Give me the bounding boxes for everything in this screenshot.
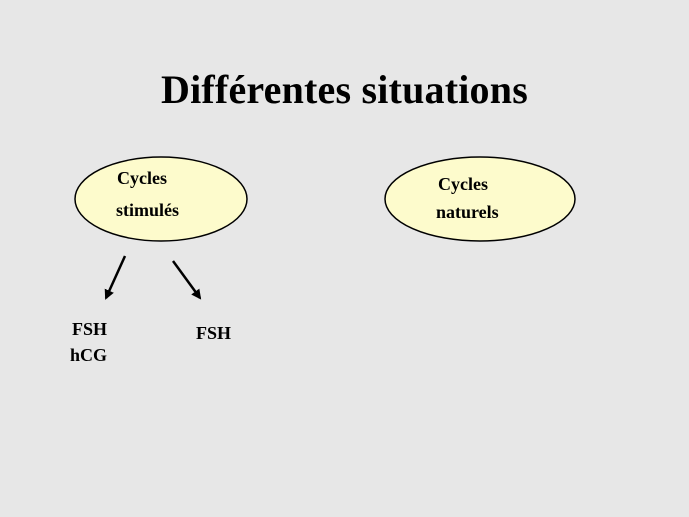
branch-right-label-fsh: FSH	[196, 323, 232, 343]
arrow-right	[171, 260, 202, 300]
ellipse-cycles-stimules	[74, 156, 248, 242]
node-stimules-label-line1: Cycles	[117, 168, 167, 188]
branch-left-label-hcg: hCG	[70, 345, 108, 365]
node-naturels-label-line1: Cycles	[438, 174, 488, 194]
node-naturels-label-line2: naturels	[436, 202, 499, 222]
arrow-left	[104, 255, 127, 300]
branch-left-label-fsh: FSH	[72, 319, 108, 339]
slide-title: Différentes situations	[161, 67, 528, 112]
ellipse-cycles-naturels	[384, 156, 576, 242]
node-stimules-label-line2: stimulés	[116, 200, 179, 220]
